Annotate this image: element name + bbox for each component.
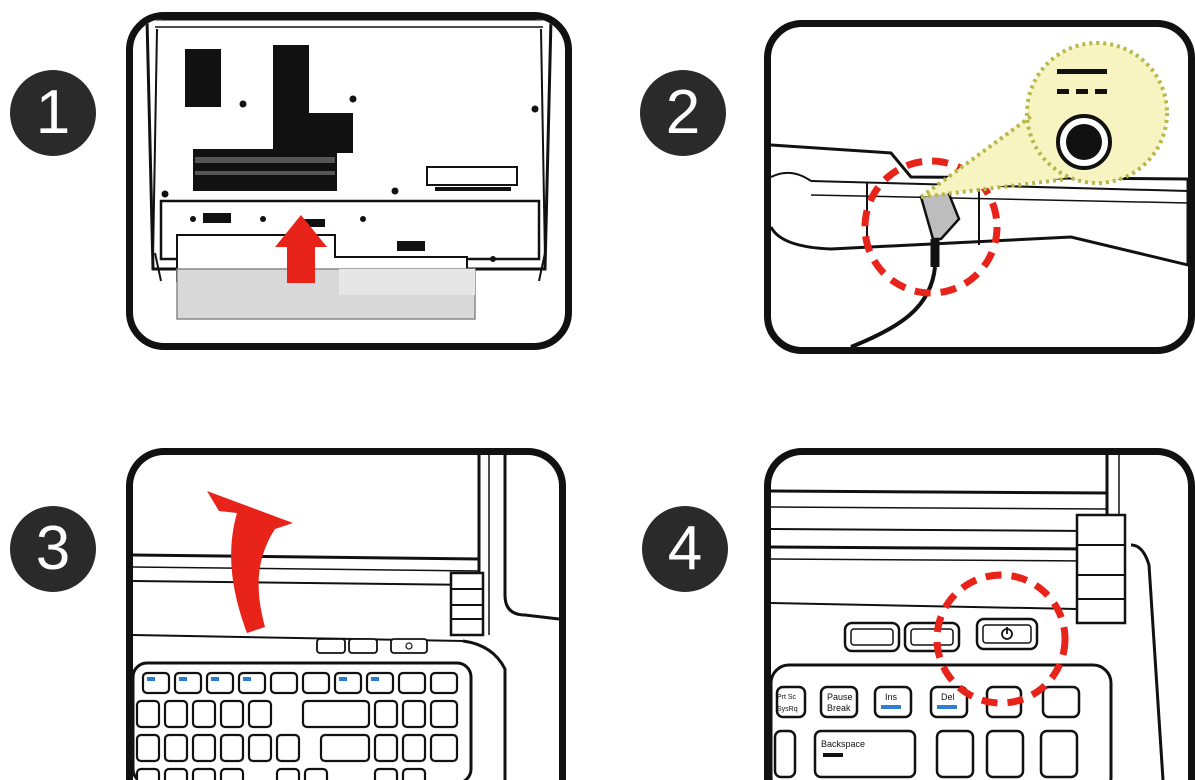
laptop-side-illustration	[771, 27, 1188, 347]
key-label-ins: Ins	[885, 692, 898, 702]
component-block	[185, 49, 221, 107]
laptop-open-illustration	[133, 455, 559, 780]
key-label-del: Del	[941, 692, 955, 702]
key-label-sys-rq: SysRq	[777, 706, 798, 713]
step-number-badge-4: 4	[642, 506, 728, 592]
open-lid-arrow-icon	[207, 491, 293, 633]
step-number-2: 2	[666, 82, 700, 144]
step-4-panel-power-button: Prt Sc SysRq Pause Break Ins Del Backspa…	[764, 448, 1195, 780]
laptop-power-button-illustration: Prt Sc SysRq Pause Break Ins Del Backspa…	[771, 455, 1188, 780]
step-number-badge-2: 2	[640, 70, 726, 156]
step-number-badge-3: 3	[10, 506, 96, 592]
step-number-3: 3	[36, 518, 70, 580]
power-button	[391, 639, 427, 653]
dc-symbol-icon	[1057, 69, 1107, 74]
step-number-4: 4	[668, 518, 702, 580]
step-3-panel-open-lid	[126, 448, 566, 780]
key-label-prt-sc: Prt Sc	[777, 694, 797, 701]
key-label-backspace: Backspace	[821, 739, 865, 749]
key-label-break: Break	[827, 703, 851, 713]
step-1-panel-battery-insert	[126, 12, 572, 350]
step-number-1: 1	[36, 82, 70, 144]
step-2-panel-power-adapter	[764, 20, 1195, 354]
key-label-pause: Pause	[827, 692, 853, 702]
laptop-underside-illustration	[133, 19, 565, 343]
step-number-badge-1: 1	[10, 70, 96, 156]
lid-hinge	[1077, 515, 1125, 623]
quick-buttons-row	[317, 639, 427, 653]
